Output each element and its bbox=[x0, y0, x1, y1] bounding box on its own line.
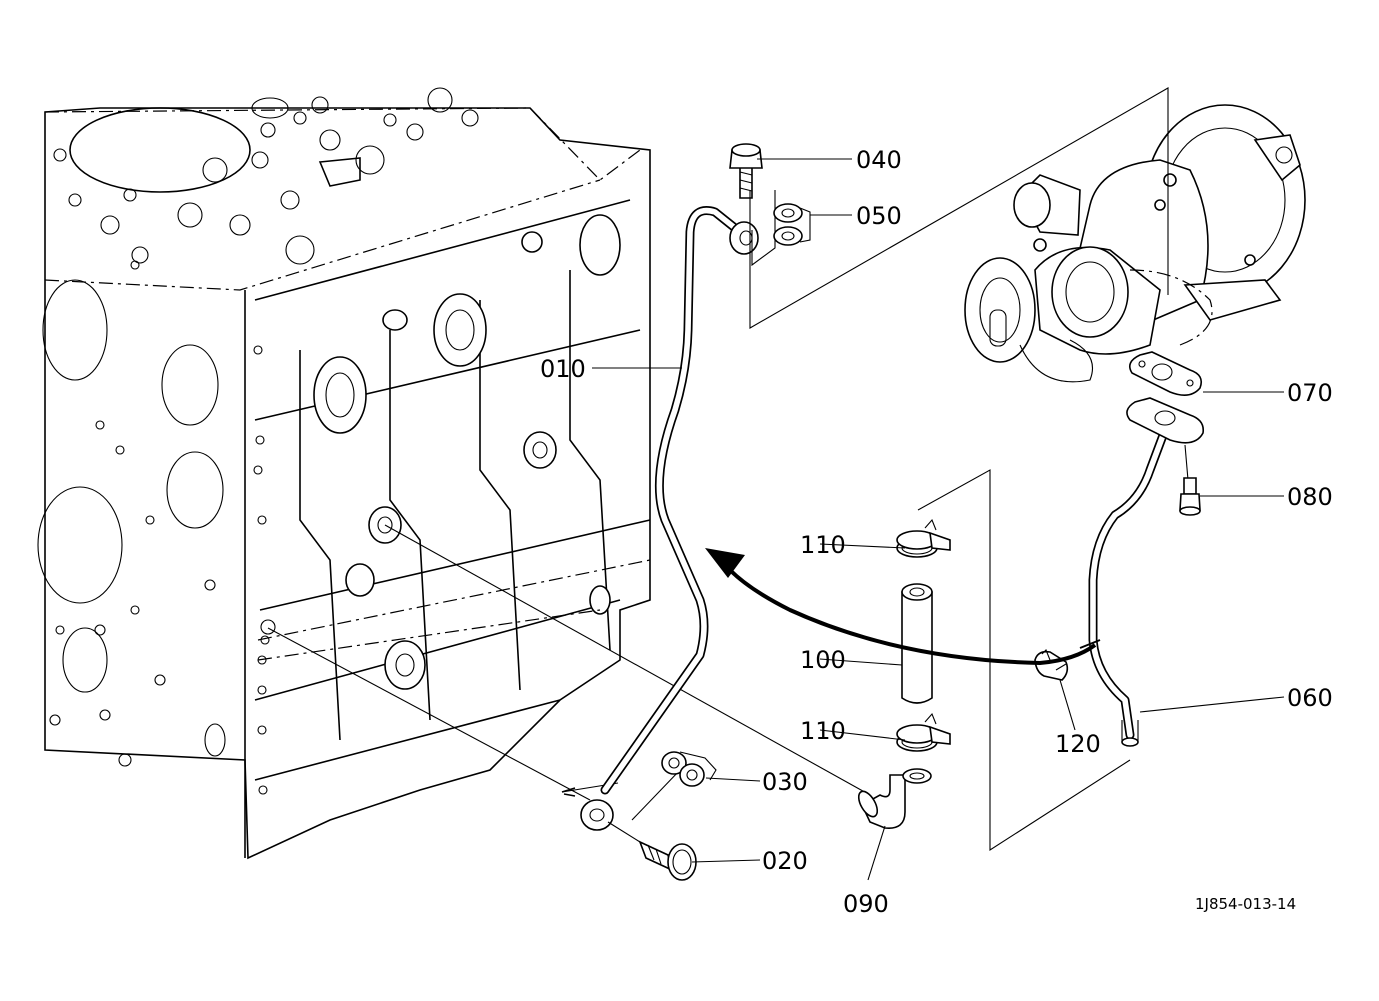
callout-030: 030 bbox=[762, 768, 808, 796]
return-pipe-060 bbox=[1088, 397, 1205, 747]
banjo-bolt-020 bbox=[638, 840, 697, 881]
banjo-bolt-040 bbox=[729, 143, 763, 199]
assembly-direction-arrow bbox=[705, 548, 1101, 666]
bolt-080-axis bbox=[1184, 444, 1189, 481]
engine-block bbox=[37, 87, 651, 860]
callout-020: 020 bbox=[762, 847, 808, 875]
hose-clamp-110-upper bbox=[896, 518, 951, 558]
callout-050: 050 bbox=[856, 202, 902, 230]
callout-010: 010 bbox=[540, 355, 586, 383]
callout-100: 100 bbox=[800, 646, 846, 674]
callout-080: 080 bbox=[1287, 483, 1333, 511]
oil-pipe-010 bbox=[580, 206, 759, 831]
bolt-020-axis bbox=[607, 821, 641, 843]
gaskets-050 bbox=[773, 203, 811, 246]
turbocharger-frame bbox=[749, 87, 1169, 329]
flange-bolt-080 bbox=[1179, 477, 1201, 516]
callout-120: 120 bbox=[1055, 730, 1101, 758]
drawing-code: 1J854-013-14 bbox=[1195, 895, 1296, 913]
callout-110-lower: 110 bbox=[800, 717, 846, 745]
hose-100 bbox=[901, 583, 933, 704]
pipe-clip-120 bbox=[1034, 649, 1069, 681]
elbow-hose-090 bbox=[857, 768, 932, 829]
callout-060: 060 bbox=[1287, 684, 1333, 712]
callout-090: 090 bbox=[843, 890, 889, 918]
gaskets-030 bbox=[661, 751, 717, 787]
callout-070: 070 bbox=[1287, 379, 1333, 407]
callout-110-upper: 110 bbox=[800, 531, 846, 559]
callout-040: 040 bbox=[856, 146, 902, 174]
turbocharger bbox=[964, 104, 1306, 383]
hose-clamp-110-lower bbox=[896, 712, 951, 752]
bracket-040 bbox=[751, 190, 776, 267]
block-leader-lines bbox=[267, 524, 871, 821]
callout-leaders bbox=[592, 158, 1285, 881]
flange-gasket-070 bbox=[1129, 351, 1203, 396]
